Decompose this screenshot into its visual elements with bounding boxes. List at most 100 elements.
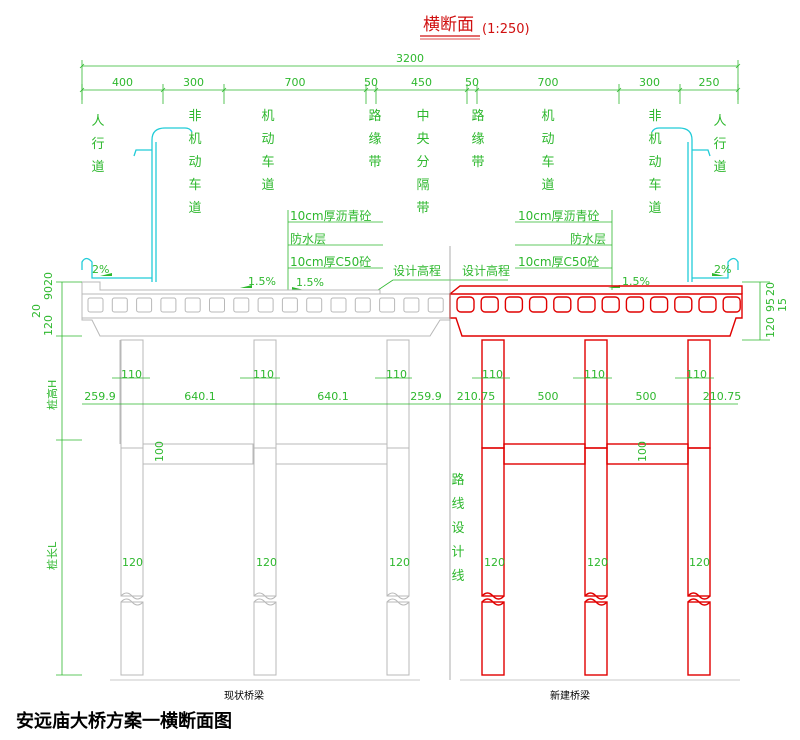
existing-piers: [119, 339, 410, 676]
left-vertical-dimension: [56, 281, 82, 676]
pavement-annotation-left: [287, 210, 383, 290]
lamp-post-left-icon: [81, 127, 193, 282]
lane-label-4-3: 隔: [416, 178, 429, 193]
lane-label-3-1: 缘: [368, 132, 381, 147]
new-pier-1: [584, 339, 608, 676]
segment-dim-3: 50: [364, 76, 378, 89]
pile-length-label: 桩长L: [45, 541, 59, 570]
lane-label-1-1: 机: [188, 132, 201, 147]
new-deck-cell-5: [577, 296, 596, 313]
segment-dim-7: 300: [639, 76, 660, 89]
new-piers: [481, 339, 711, 676]
old-deck-cell-4: [184, 297, 201, 313]
lane-label-3-2: 带: [368, 155, 381, 170]
old-deck-cell-0: [87, 297, 104, 313]
lane-label-2-2: 车: [261, 154, 274, 170]
pile-dia-2: 120: [256, 556, 277, 569]
old-deck-cell-1: [111, 297, 128, 313]
lane-label-4-4: 带: [416, 201, 429, 216]
lane-label-2-0: 机: [261, 109, 274, 124]
pile-dia-5: 120: [587, 556, 608, 569]
lane-label-1-0: 非: [188, 109, 201, 124]
lane-label-0-0: 人: [91, 114, 104, 129]
old-deck-cell-12: [379, 297, 396, 313]
pile-dia-3: 120: [389, 556, 410, 569]
new-deck-cell-9: [674, 296, 693, 313]
lane-label-2-1: 动: [261, 132, 274, 147]
col-width-3: 110: [386, 368, 407, 381]
old-tie-beam-2: [275, 443, 388, 465]
left-vdim-0: 20: [30, 304, 43, 318]
right-vdim-1: 95: [764, 298, 777, 312]
lane-label-8-1: 行: [713, 137, 726, 152]
lane-label-7-2: 动: [648, 155, 661, 170]
lane-label-7-3: 车: [648, 177, 661, 193]
right-spacing-2: 500: [636, 390, 657, 403]
lane-label-6-2: 车: [541, 154, 554, 170]
left-spacing-3: 259.9: [410, 390, 442, 403]
col-width-4: 110: [482, 368, 503, 381]
lane-label-0-2: 道: [91, 160, 104, 175]
old-deck-cell-6: [233, 297, 250, 313]
new-deck-cell-8: [649, 296, 669, 313]
new-deck-cell-10: [698, 296, 717, 313]
pier-height-label: 桩高H: [45, 380, 59, 410]
old-deck-cell-13: [403, 297, 420, 313]
spacing-dimension-line: [82, 377, 738, 405]
lamp-post-right-icon: [651, 127, 739, 282]
pile-dia-1: 120: [122, 556, 143, 569]
centerline-char-1: 线: [451, 497, 464, 512]
col-width-2: 110: [253, 368, 274, 381]
pavement-left-2: 防水层: [290, 231, 326, 246]
design-level-marks: [377, 279, 508, 291]
segment-dim-1: 300: [183, 76, 204, 89]
lane-label-1-4: 道: [188, 201, 201, 216]
lane-label-8-0: 人: [713, 114, 726, 129]
drawing-title: 横断面: [423, 15, 474, 35]
right-spacing-1: 500: [538, 390, 559, 403]
lane-label-1-2: 动: [188, 155, 201, 170]
pavement-left-1: 10cm厚沥青砼: [290, 209, 372, 223]
centerline-char-3: 计: [451, 545, 464, 560]
lane-label-8-2: 道: [713, 160, 726, 175]
new-deck-cell-6: [601, 296, 620, 313]
lane-label-4-2: 分: [416, 155, 429, 170]
right-vdim-3: 120: [764, 317, 777, 338]
col-width-1: 110: [121, 368, 142, 381]
lane-label-6-1: 动: [541, 132, 554, 147]
old-deck-cell-10: [330, 297, 347, 313]
left-spacing-2: 640.1: [317, 390, 349, 403]
left-vdim-1: 90: [42, 286, 55, 300]
right-vdim-0: 20: [764, 282, 777, 296]
pavement-annotation-right: [515, 210, 613, 290]
lane-label-6-0: 机: [541, 109, 554, 124]
pile-dia-4: 120: [484, 556, 505, 569]
left-vdim-2: 20: [42, 272, 55, 286]
centerline-char-0: 路: [451, 472, 464, 488]
new-deck-cell-0: [456, 296, 475, 313]
new-deck-cell-2: [504, 296, 524, 313]
lane-label-7-4: 道: [648, 201, 661, 216]
segment-dim-0: 400: [112, 76, 133, 89]
drawing-caption: 安远庙大桥方案一横断面图: [16, 710, 232, 732]
segment-dim-2: 700: [285, 76, 306, 89]
lane-label-4-0: 中: [416, 109, 429, 124]
right-vertical-dimension: [742, 281, 770, 341]
lane-label-5-1: 缘: [471, 132, 484, 147]
slope-left-sidewalk: 2%: [92, 263, 109, 276]
pavement-left-3: 10cm厚C50砼: [290, 255, 371, 269]
right-spacing-3: 210.75: [703, 390, 742, 403]
lane-label-3-0: 路: [368, 108, 381, 124]
old-tie-beam-1: [142, 443, 254, 465]
slope-right-lane: 1.5%: [622, 275, 650, 288]
pavement-right-1: 10cm厚沥青砼: [518, 209, 600, 223]
new-deck-cell-4: [553, 296, 572, 313]
pavement-right-2: 防水层: [570, 231, 606, 246]
old-deck-cell-3: [160, 297, 177, 313]
segment-dim-6: 700: [538, 76, 559, 89]
